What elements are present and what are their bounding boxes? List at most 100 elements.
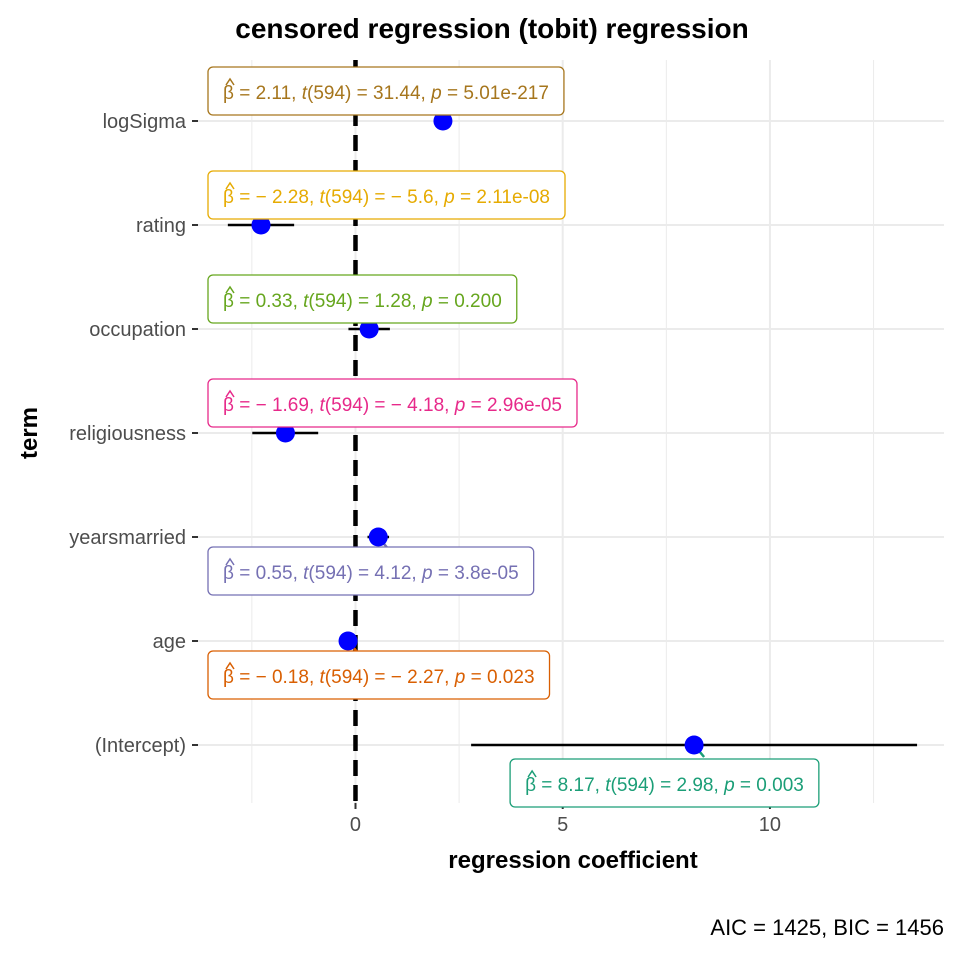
beta-hat-accent: [225, 661, 235, 670]
p-name: p: [421, 291, 433, 312]
coef-label-text-0: β = 2.11, t(594) = 31.44, p = 5.01e-217: [223, 83, 549, 104]
coef-label-box-4: [207, 546, 535, 596]
model-fit-caption: AIC = 1425, BIC = 1456: [710, 915, 944, 940]
stat-value: = 2.98,: [655, 775, 724, 796]
beta-glyph: β: [223, 395, 234, 416]
beta-hat-accent: [225, 389, 235, 398]
coefficient-marks: [227, 108, 918, 758]
coef-label-1: β = − 2.28, t(594) = − 5.6, p = 2.11e-08: [207, 170, 566, 220]
stat-value: = 4.12,: [353, 563, 422, 584]
coef-label-4: β = 0.55, t(594) = 4.12, p = 3.8e-05: [207, 546, 535, 596]
coef-label-box-1: [207, 170, 566, 220]
stat-name: t: [320, 667, 326, 688]
coef-label-text-5: β = − 0.18, t(594) = − 2.27, p = 0.023: [223, 667, 535, 688]
stat-df: (594): [325, 395, 369, 416]
beta-glyph: β: [223, 187, 234, 208]
stat-name: t: [605, 775, 611, 796]
y-tick-label-3: religiousness: [69, 423, 186, 445]
coef-label-text-3: β = − 1.69, t(594) = − 4.18, p = 2.96e-0…: [223, 395, 562, 416]
stat-value: = − 4.18,: [369, 395, 455, 416]
beta-value: = 2.11,: [234, 83, 302, 104]
stat-df: (594): [611, 775, 655, 796]
coef-label-box-0: [207, 66, 565, 116]
x-axis-title: regression coefficient: [448, 847, 697, 874]
beta-value: = − 1.69,: [234, 395, 320, 416]
beta-hat-accent: [225, 181, 235, 190]
y-tick-label-6: (Intercept): [95, 735, 186, 757]
beta-hat-accent: [225, 77, 235, 86]
p-name: p: [421, 563, 433, 584]
p-name: p: [723, 775, 735, 796]
beta-hat-accent: [225, 285, 235, 294]
stat-df: (594): [325, 187, 369, 208]
p-value: = 0.200: [433, 291, 502, 312]
coef-label-0: β = 2.11, t(594) = 31.44, p = 5.01e-217: [207, 66, 565, 116]
beta-hat-accent: [527, 769, 537, 778]
beta-value: = − 0.18,: [234, 667, 320, 688]
coef-point-2: [359, 319, 379, 339]
coef-label-5: β = − 0.18, t(594) = − 2.27, p = 0.023: [207, 650, 551, 700]
x-tick-label: 0: [350, 814, 361, 836]
coef-label-box-5: [207, 650, 551, 700]
coef-label-text-1: β = − 2.28, t(594) = − 5.6, p = 2.11e-08: [223, 187, 550, 208]
stat-value: = − 2.27,: [369, 667, 455, 688]
stat-df: (594): [325, 667, 369, 688]
x-tick-label: 5: [557, 814, 568, 836]
coef-label-text-6: β = 8.17, t(594) = 2.98, p = 0.003: [525, 775, 804, 796]
p-value: = 5.01e-217: [442, 83, 549, 104]
coef-label-6: β = 8.17, t(594) = 2.98, p = 0.003: [509, 758, 820, 808]
p-name: p: [454, 395, 466, 416]
stat-name: t: [320, 395, 326, 416]
p-value: = 2.11e-08: [455, 187, 550, 208]
beta-glyph: β: [223, 563, 234, 584]
coef-label-2: β = 0.33, t(594) = 1.28, p = 0.200: [207, 274, 518, 324]
coef-label-text-4: β = 0.55, t(594) = 4.12, p = 3.8e-05: [223, 563, 519, 584]
stat-name: t: [303, 563, 309, 584]
coef-label-text-2: β = 0.33, t(594) = 1.28, p = 0.200: [223, 291, 502, 312]
beta-glyph: β: [223, 667, 234, 688]
coef-point-5: [338, 631, 358, 651]
y-tick-label-1: rating: [136, 215, 186, 237]
beta-value: = 0.55,: [234, 563, 303, 584]
beta-glyph: β: [525, 775, 536, 796]
stat-value: = 31.44,: [351, 83, 431, 104]
coef-point-6: [684, 735, 704, 755]
p-value: = 3.8e-05: [433, 563, 519, 584]
stat-df: (594): [308, 563, 352, 584]
p-name: p: [430, 83, 442, 104]
coef-label-3: β = − 1.69, t(594) = − 4.18, p = 2.96e-0…: [207, 378, 578, 428]
coef-label-box-3: [207, 378, 578, 428]
axis-ticks: 0 5 10 logSigma rating occupation religiousnes…: [69, 111, 781, 836]
beta-glyph: β: [223, 291, 234, 312]
p-value: = 0.023: [465, 667, 534, 688]
y-tick-label-4: yearsmarried: [69, 527, 186, 549]
coef-point-1: [251, 215, 271, 235]
coef-point-3: [275, 423, 295, 443]
p-name: p: [443, 187, 455, 208]
stat-value: = 1.28,: [353, 291, 422, 312]
coef-label-box-6: [509, 758, 820, 808]
beta-hat-accent: [225, 557, 235, 566]
p-name: p: [454, 667, 466, 688]
coef-point-4: [368, 527, 388, 547]
y-tick-label-2: occupation: [89, 319, 186, 341]
y-tick-label-5: age: [153, 631, 186, 653]
y-tick-label-0: logSigma: [103, 111, 187, 133]
stat-name: t: [303, 291, 309, 312]
p-value: = 2.96e-05: [465, 395, 562, 416]
stat-df: (594): [308, 291, 352, 312]
stat-name: t: [320, 187, 326, 208]
coef-point-0: [433, 111, 453, 131]
beta-value: = − 2.28,: [234, 187, 320, 208]
coefficient-labels: β = 2.11, t(594) = 31.44, p = 5.01e-217β…: [207, 66, 820, 808]
beta-value: = 0.33,: [234, 291, 303, 312]
coef-label-box-2: [207, 274, 518, 324]
y-axis-title: term: [16, 407, 43, 459]
stat-name: t: [302, 83, 308, 104]
x-tick-label: 10: [759, 814, 781, 836]
beta-glyph: β: [223, 83, 234, 104]
beta-value: = 8.17,: [536, 775, 605, 796]
stat-value: = − 5.6,: [369, 187, 444, 208]
p-value: = 0.003: [735, 775, 804, 796]
